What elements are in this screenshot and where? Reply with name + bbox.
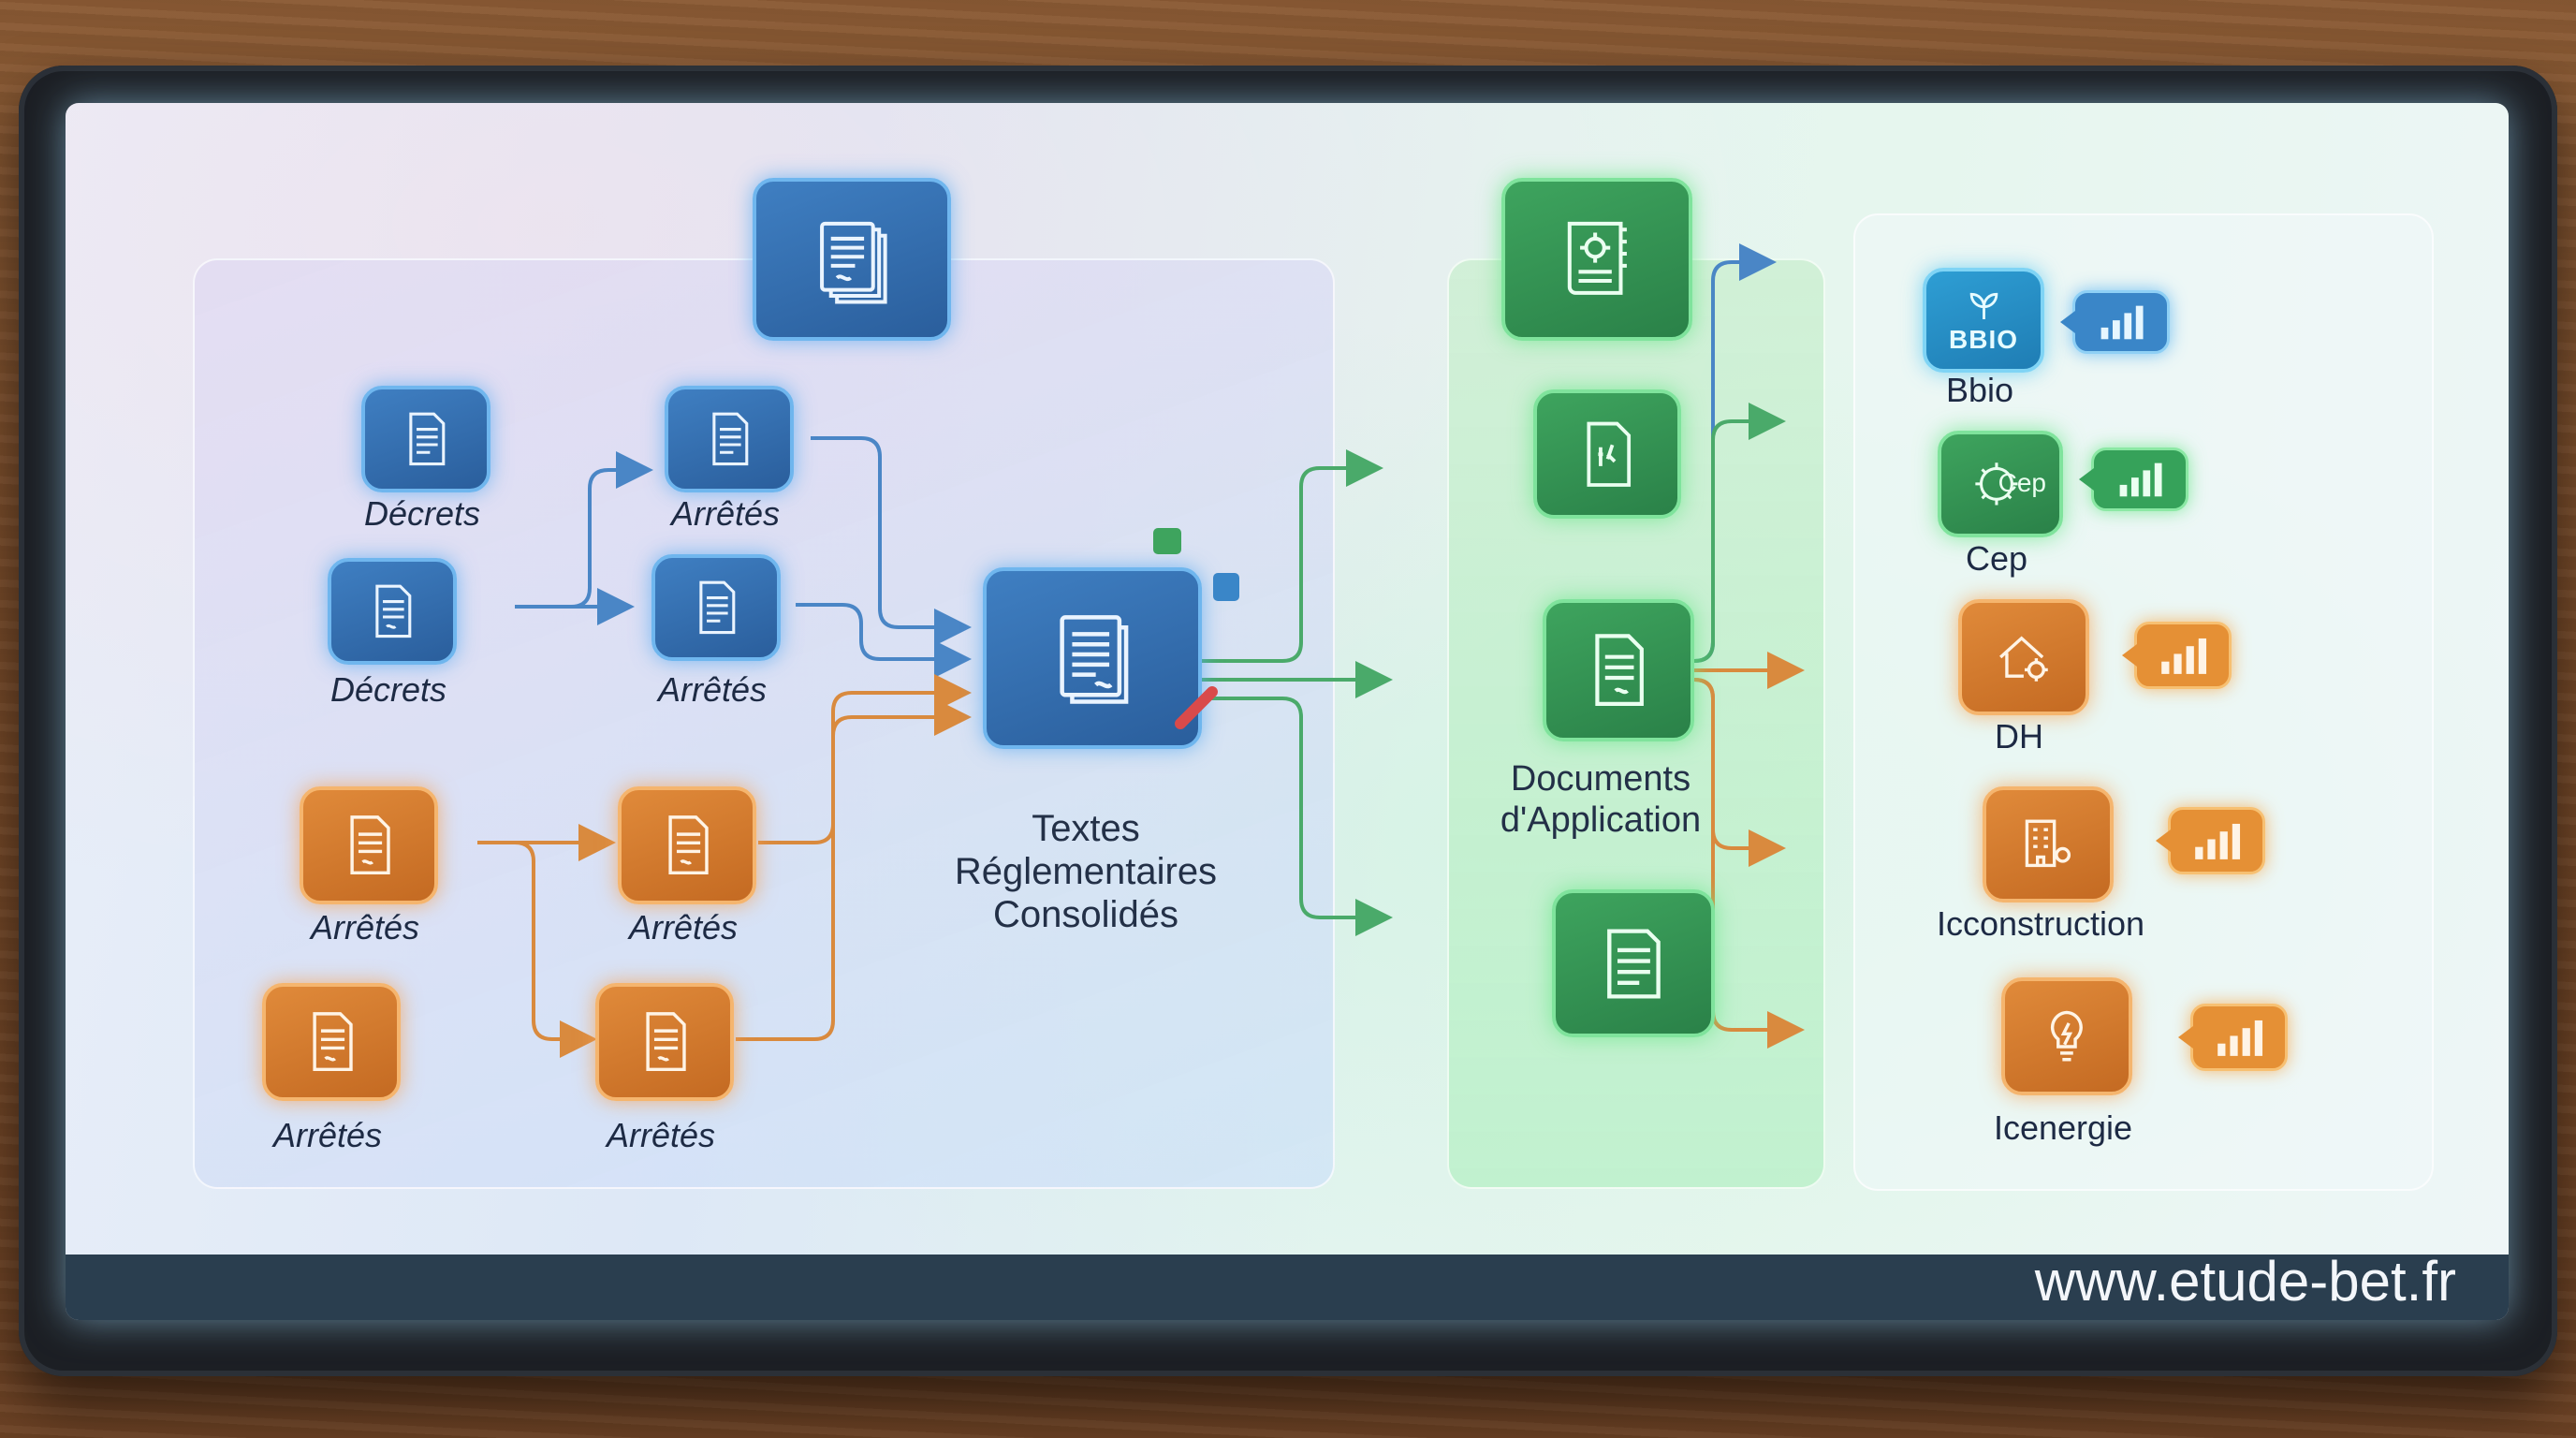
stacked-documents-icon: [819, 221, 887, 304]
consolidated-line-3: Consolidés: [993, 894, 1178, 935]
arretes-orange-label-2: Arrêtés: [628, 908, 739, 946]
icconstruction-label: Icconstruction: [1936, 904, 2145, 943]
arretes-label-2: Arrêtés: [657, 670, 768, 709]
consolidated-line-2: Réglementaires: [954, 851, 1218, 892]
arretes-orange-tile-2[interactable]: [618, 786, 756, 904]
consolidated-line-1: Textes: [1032, 808, 1140, 849]
leaf-icon: [1969, 293, 1998, 320]
document-icon: [1595, 634, 1645, 707]
documents-line-1: Documents: [1510, 759, 1691, 799]
icenergie-tile[interactable]: [2001, 977, 2132, 1095]
bar-chart-icon: [2160, 638, 2206, 674]
cep-label: Cep: [1965, 539, 2028, 578]
decrets-tile-2[interactable]: [328, 558, 457, 665]
application-document-tile[interactable]: [1543, 599, 1694, 741]
document-icon: [699, 580, 736, 635]
documents-line-2: d'Application: [1500, 800, 1702, 840]
building-gear-icon: [2025, 819, 2071, 868]
cep-icon-text: Cep: [1998, 468, 2046, 497]
document-icon: [712, 412, 749, 466]
dh-label: DH: [1995, 717, 2043, 756]
cep-chart-badge[interactable]: [2091, 448, 2188, 511]
stacked-documents-icon: [1606, 928, 1661, 999]
small-blue-doc-icon: [1213, 573, 1239, 601]
tools-document-tile[interactable]: [1533, 389, 1681, 519]
arretes-orange-tile-1[interactable]: [300, 786, 438, 904]
document-icon: [409, 412, 446, 466]
small-green-doc-icon: [1153, 528, 1181, 554]
tools-document-icon: [1586, 421, 1631, 487]
consolidated-title: Textes Réglementaires Consolidés: [889, 807, 1282, 936]
bar-chart-icon: [2100, 305, 2144, 340]
cep-tile[interactable]: Cep: [1938, 431, 2063, 537]
decrets-tile-1[interactable]: [361, 386, 490, 492]
document-icon: [349, 815, 390, 875]
lightbulb-icon: [2051, 1011, 2083, 1062]
dh-chart-badge[interactable]: [2134, 622, 2232, 689]
icconstruction-chart-badge[interactable]: [2168, 807, 2265, 874]
gear-cep-icon: [1975, 462, 2018, 506]
bbio-icon-text: BBIO: [1949, 324, 2018, 354]
icenergie-label: Icenergie: [1993, 1108, 2133, 1147]
house-gear-icon: [1999, 636, 2048, 682]
document-icon: [645, 1012, 686, 1072]
document-icon: [667, 815, 709, 875]
document-icon: [375, 584, 412, 638]
tablet-screen: Décrets Arrêtés Décrets Arrêtés Arrêtés …: [66, 103, 2509, 1320]
bar-chart-icon: [2194, 823, 2240, 859]
dh-tile[interactable]: [1958, 599, 2089, 715]
icconstruction-tile[interactable]: [1983, 786, 2114, 902]
arretes-orange-label-3: Arrêtés: [272, 1116, 383, 1154]
arretes-tile-2[interactable]: [651, 554, 781, 661]
website-url[interactable]: www.etude-bet.fr: [2034, 1250, 2456, 1313]
signed-document-icon: [1060, 615, 1129, 705]
decrets-label-1: Décrets: [363, 494, 481, 533]
document-icon: [312, 1012, 353, 1072]
decrets-label-2: Décrets: [329, 670, 447, 709]
arretes-orange-label-4: Arrêtés: [606, 1116, 716, 1154]
bbio-chart-badge[interactable]: [2072, 290, 2170, 354]
source-documents-tile[interactable]: [753, 178, 951, 341]
arretes-orange-tile-4[interactable]: [595, 983, 734, 1101]
bar-chart-icon: [2217, 1020, 2262, 1056]
text-document-tile[interactable]: [1552, 889, 1715, 1037]
bar-chart-icon: [2119, 462, 2162, 497]
guide-book-tile[interactable]: [1501, 178, 1692, 341]
icenergie-chart-badge[interactable]: [2190, 1004, 2288, 1071]
consolidated-texts-tile[interactable]: [983, 567, 1202, 749]
settings-book-icon: [1568, 221, 1628, 295]
arretes-tile-1[interactable]: [665, 386, 794, 492]
bbio-label: Bbio: [1945, 371, 2014, 409]
arretes-orange-tile-3[interactable]: [262, 983, 401, 1101]
documents-application-label: Documents d'Application: [1432, 758, 1769, 841]
flow-connectors: [477, 243, 1805, 1058]
arretes-label-1: Arrêtés: [670, 494, 781, 533]
arretes-orange-label-1: Arrêtés: [310, 908, 420, 946]
outputs-panel: [1853, 213, 2434, 1191]
bbio-tile[interactable]: BBIO: [1923, 268, 2044, 373]
footer-bar: [66, 1255, 2509, 1320]
